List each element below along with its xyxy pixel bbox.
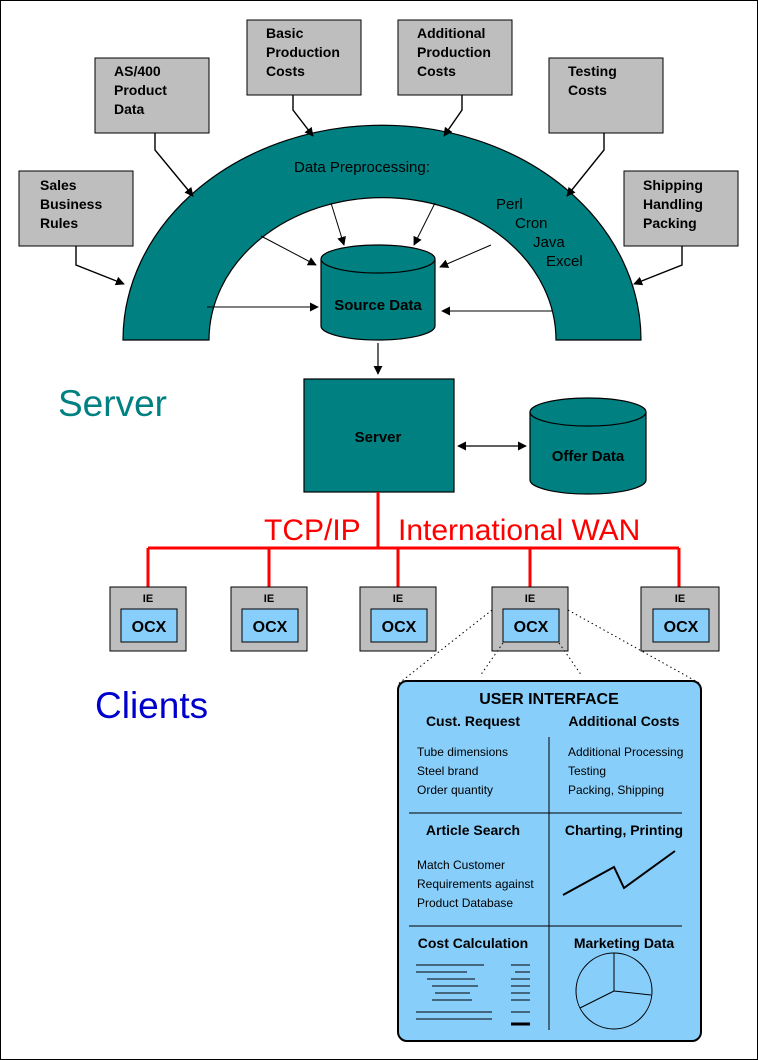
ui-additional-costs-lines: Additional Processing Testing Packing, S…	[568, 745, 687, 797]
client-node-4-browser: IE	[525, 593, 535, 605]
client-node-4-control: OCX	[514, 619, 549, 636]
ui-cost-sheet-sketch	[416, 964, 530, 1026]
ui-marketing-heading: Marketing Data	[574, 935, 675, 951]
arch-to-source-arrows	[207, 202, 552, 316]
source-data-cylinder	[320, 244, 436, 341]
arrow-shipping	[633, 246, 683, 286]
input-label-as400: AS/400 Product Data	[114, 63, 171, 117]
ui-cust-request-heading: Cust. Request	[426, 713, 520, 729]
ui-additional-costs-heading: Additional Costs	[568, 713, 679, 729]
input-label-sales-rules: Sales Business Rules	[40, 177, 106, 231]
preprocessing-tool-excel: Excel	[546, 253, 583, 270]
ui-chart-sketch	[562, 850, 676, 896]
client-node-3-control: OCX	[382, 619, 417, 636]
input-box-as400	[94, 57, 210, 134]
client-node-2-control: OCX	[253, 619, 288, 636]
source-data-label: Source Data	[334, 297, 422, 314]
zoom-lines	[397, 609, 702, 685]
ui-article-search-heading: Article Search	[426, 822, 520, 838]
server-box-label: Server	[355, 429, 402, 446]
preprocessing-title: Data Preprocessing:	[294, 159, 430, 176]
wan-label: International WAN	[398, 514, 640, 547]
server-box	[303, 378, 455, 493]
input-box-shipping	[623, 170, 739, 247]
client-node-5-control: OCX	[664, 619, 699, 636]
client-node-1-control: OCX	[132, 619, 167, 636]
client-node-4: IE OCX	[491, 586, 569, 652]
preprocessing-tool-perl: Perl	[496, 196, 523, 213]
client-node-1: IE OCX	[109, 586, 187, 652]
client-node-5-browser: IE	[675, 593, 685, 605]
arrow-testing	[566, 133, 605, 197]
client-node-2: IE OCX	[230, 586, 308, 652]
arrow-as400	[154, 133, 194, 197]
client-node-1-browser: IE	[143, 593, 153, 605]
preprocessing-tool-cron: Cron	[515, 215, 548, 232]
ui-charting-heading: Charting, Printing	[565, 822, 683, 838]
input-label-basic-costs: Basic Production Costs	[266, 25, 344, 79]
input-box-basic-costs	[246, 19, 362, 96]
server-section-label: Server	[58, 383, 167, 424]
ui-article-search-lines: Match Customer Requirements against Prod…	[417, 858, 537, 910]
arrow-basic	[292, 95, 314, 137]
offer-data-label: Offer Data	[552, 448, 625, 465]
client-node-2-browser: IE	[264, 593, 274, 605]
ui-cost-calculation-heading: Cost Calculation	[418, 935, 528, 951]
input-arrows	[75, 95, 683, 286]
input-label-shipping: Shipping Handling Packing	[643, 177, 707, 231]
client-node-3: IE OCX	[359, 586, 437, 652]
input-label-testing-costs: Testing Costs	[568, 63, 621, 98]
arrow-additional	[443, 95, 463, 137]
ui-grid-lines	[409, 737, 682, 1030]
clients-section-label: Clients	[95, 685, 208, 726]
preprocessing-arch	[122, 124, 642, 341]
offer-data-cylinder	[529, 397, 647, 495]
wan-network	[146, 492, 681, 587]
client-node-3-browser: IE	[393, 593, 403, 605]
ui-cust-request-lines: Tube dimensions Steel brand Order quanti…	[417, 745, 511, 797]
input-box-testing-costs	[548, 57, 664, 134]
preprocessing-tool-java: Java	[533, 234, 565, 251]
arrow-sales	[75, 246, 125, 286]
input-box-sales-rules	[18, 170, 134, 247]
client-node-5: IE OCX	[640, 586, 720, 652]
ui-pie-sketch	[575, 952, 653, 1030]
ui-title: USER INTERFACE	[479, 691, 619, 708]
input-box-additional-costs	[397, 19, 513, 96]
input-label-additional-costs: Additional Production Costs	[417, 25, 495, 79]
tcpip-label: TCP/IP	[264, 514, 361, 547]
